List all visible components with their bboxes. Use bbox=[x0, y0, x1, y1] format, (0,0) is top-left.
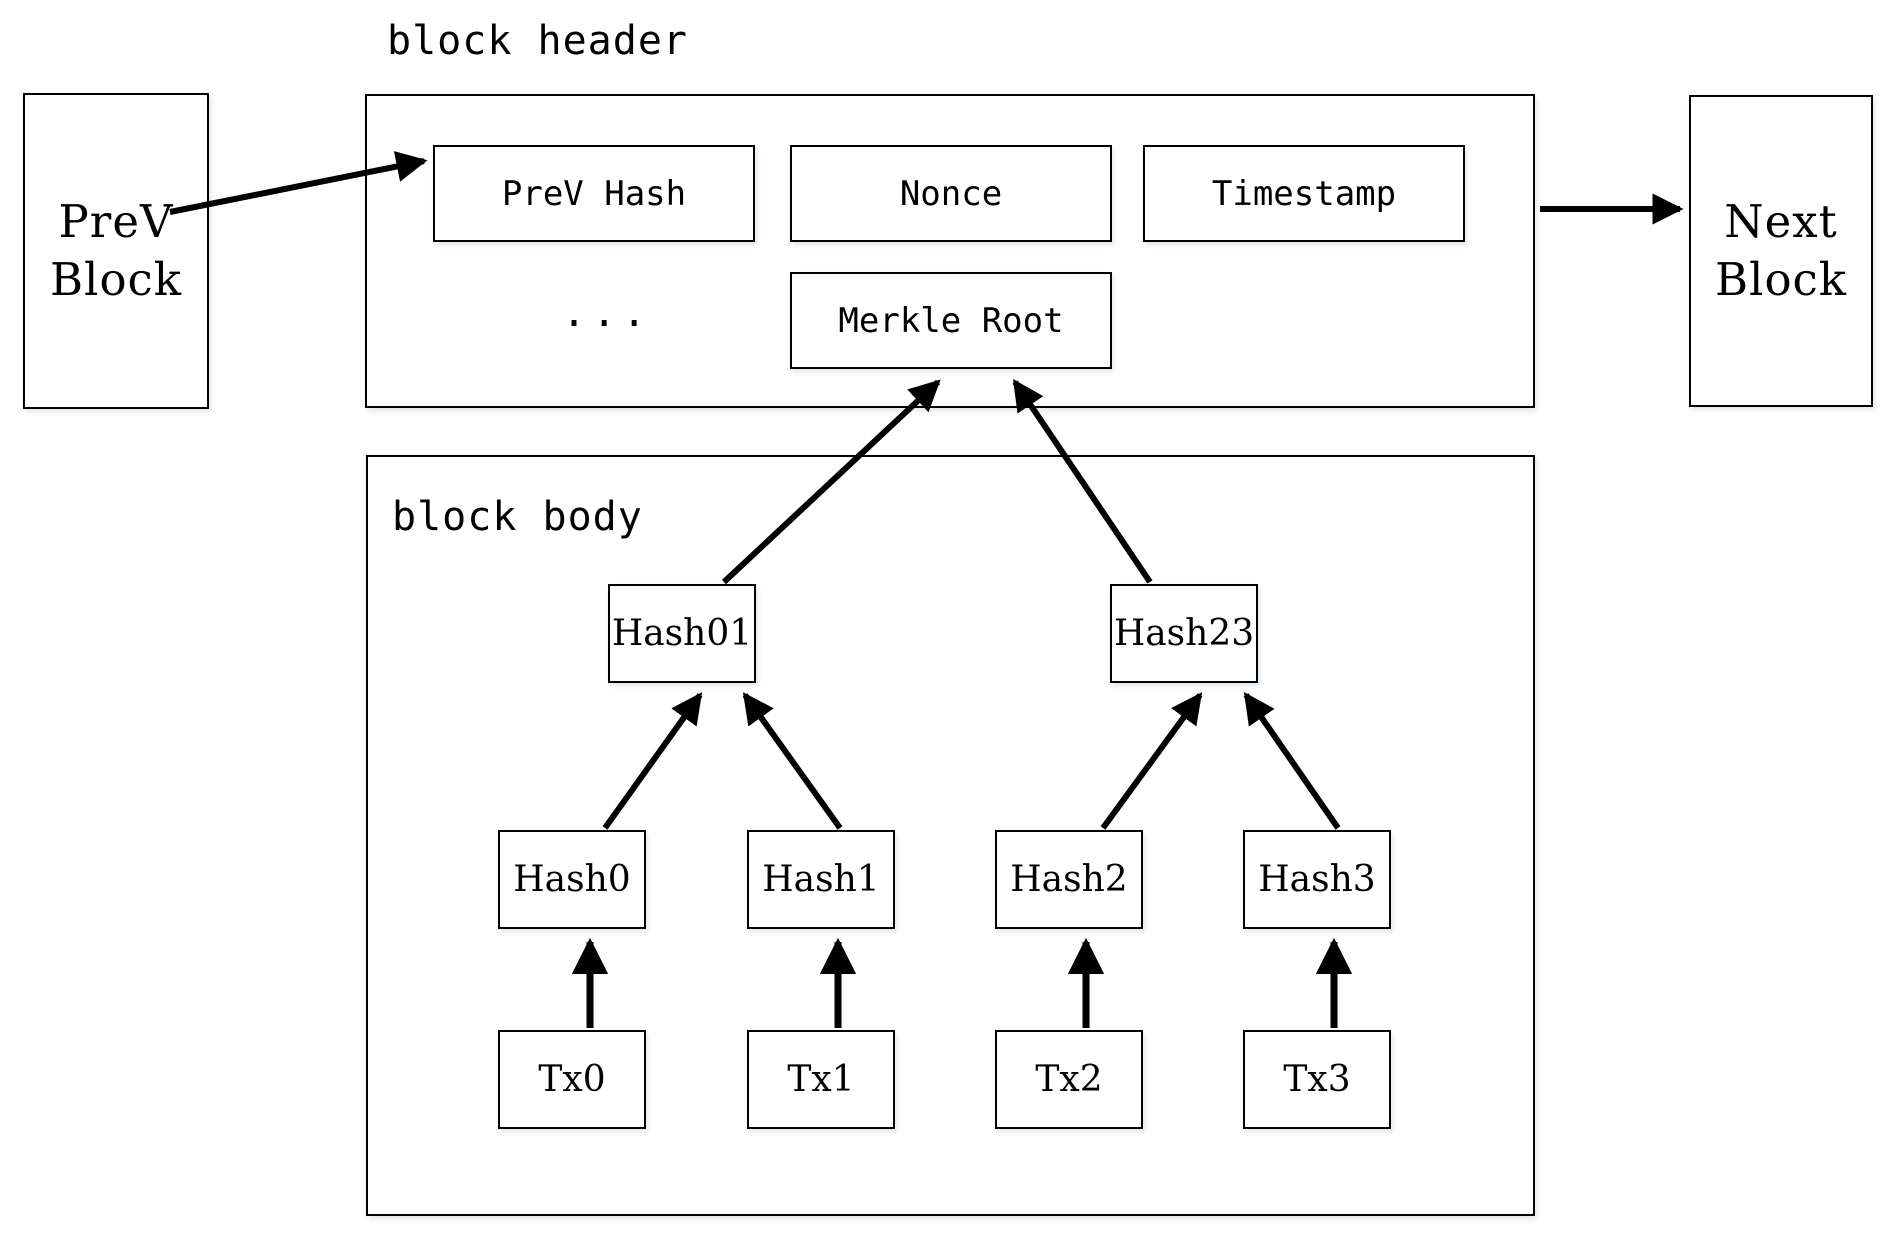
merkle-leaf-hash2[interactable]: Hash2 bbox=[995, 830, 1143, 929]
block-header-title: block header bbox=[387, 18, 688, 64]
merkle-leaf-hash0[interactable]: Hash0 bbox=[498, 830, 646, 929]
header-field-nonce[interactable]: Nonce bbox=[790, 145, 1112, 242]
transaction-tx2[interactable]: Tx2 bbox=[995, 1030, 1143, 1129]
merkle-leaf-hash2-label: Hash2 bbox=[1010, 859, 1128, 900]
next-block-label-line1: Next bbox=[1724, 194, 1838, 248]
header-field-merkle-root-label: Merkle Root bbox=[838, 300, 1064, 341]
block-body-title: block body bbox=[392, 494, 643, 540]
merkle-node-hash23-label: Hash23 bbox=[1113, 613, 1255, 654]
header-field-nonce-label: Nonce bbox=[899, 173, 1003, 214]
merkle-leaf-hash3-label: Hash3 bbox=[1258, 859, 1376, 900]
next-block-label-line2: Block bbox=[1714, 253, 1848, 306]
prev-block-label-line2: Block bbox=[49, 253, 183, 306]
transaction-tx1-label: Tx1 bbox=[787, 1059, 855, 1100]
merkle-leaf-hash1[interactable]: Hash1 bbox=[747, 830, 895, 929]
transaction-tx3[interactable]: Tx3 bbox=[1243, 1030, 1391, 1129]
merkle-leaf-hash0-label: Hash0 bbox=[513, 859, 631, 900]
header-field-prev-hash-label: PreV Hash bbox=[501, 173, 687, 214]
transaction-tx3-label: Tx3 bbox=[1283, 1059, 1351, 1100]
merkle-node-hash23[interactable]: Hash23 bbox=[1110, 584, 1258, 683]
merkle-leaf-hash3[interactable]: Hash3 bbox=[1243, 830, 1391, 929]
header-field-merkle-root[interactable]: Merkle Root bbox=[790, 272, 1112, 369]
header-field-timestamp-label: Timestamp bbox=[1211, 173, 1397, 214]
next-block-node[interactable]: Next Block bbox=[1689, 95, 1873, 407]
prev-block-node[interactable]: PreV Block bbox=[23, 93, 209, 409]
prev-block-label-line1: PreV bbox=[58, 194, 174, 248]
transaction-tx0[interactable]: Tx0 bbox=[498, 1030, 646, 1129]
transaction-tx0-label: Tx0 bbox=[538, 1059, 606, 1100]
transaction-tx1[interactable]: Tx1 bbox=[747, 1030, 895, 1129]
merkle-node-hash01-label: Hash01 bbox=[611, 613, 753, 654]
merkle-node-hash01[interactable]: Hash01 bbox=[608, 584, 756, 683]
header-field-timestamp[interactable]: Timestamp bbox=[1143, 145, 1465, 242]
merkle-leaf-hash1-label: Hash1 bbox=[762, 859, 880, 900]
header-ellipsis-label: ... bbox=[562, 290, 653, 336]
header-field-prev-hash[interactable]: PreV Hash bbox=[433, 145, 755, 242]
transaction-tx2-label: Tx2 bbox=[1035, 1059, 1103, 1100]
